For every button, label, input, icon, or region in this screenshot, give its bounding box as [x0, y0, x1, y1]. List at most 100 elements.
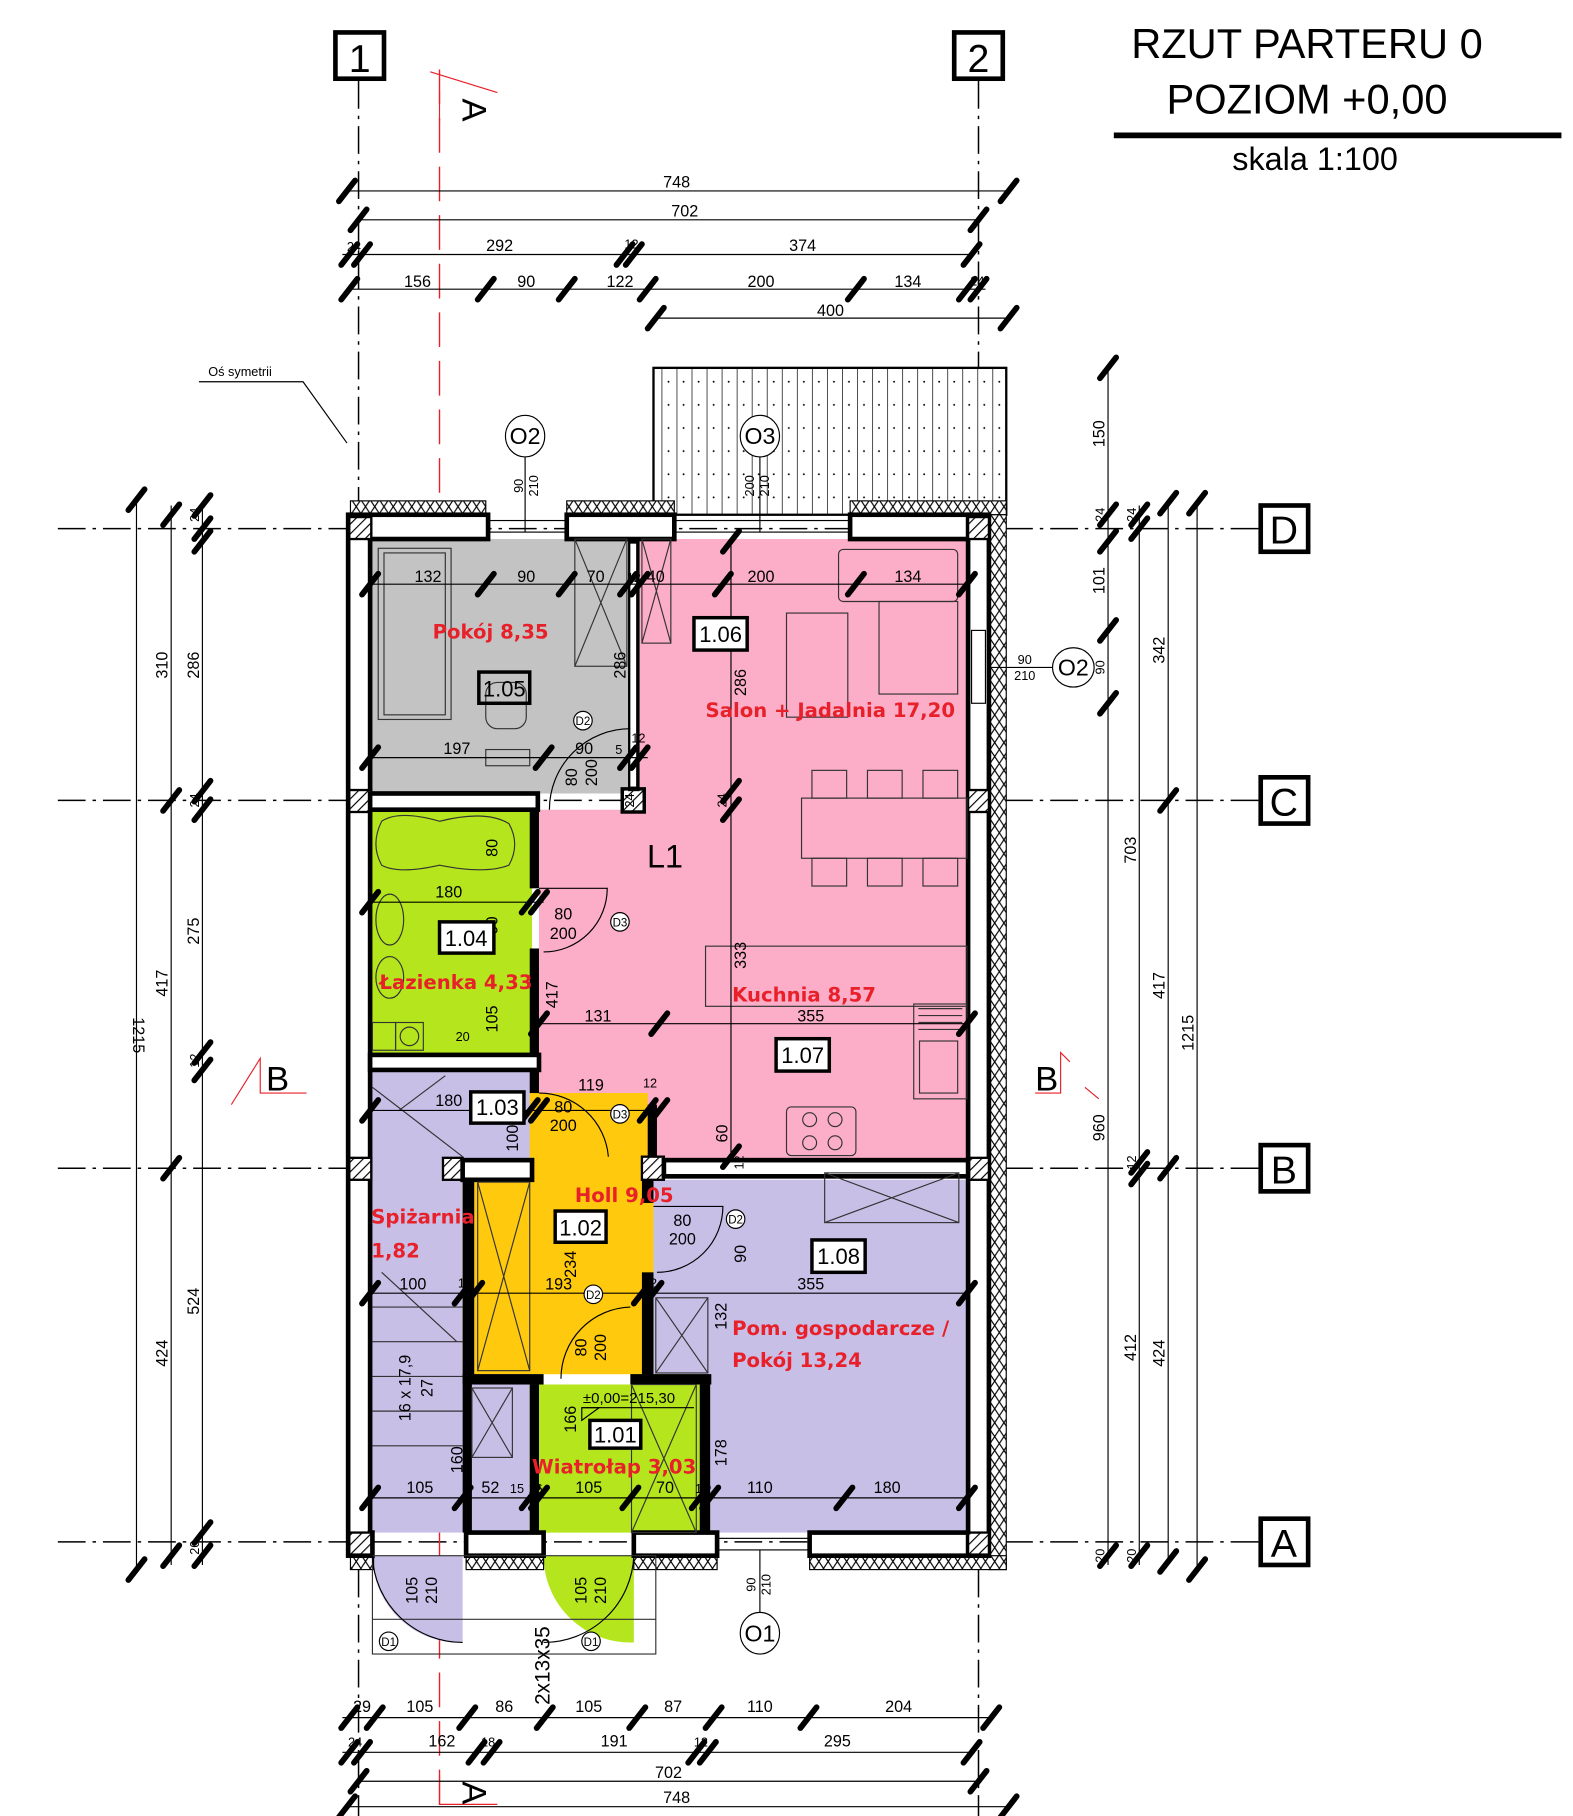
section-markers: A A B B — [230, 69, 1100, 1805]
dim-text: 12 — [694, 1735, 708, 1750]
bathtub — [375, 814, 516, 871]
dimension-tick — [1186, 489, 1209, 517]
dimension-tick — [648, 1010, 671, 1037]
axis-a-label: A — [1271, 1522, 1298, 1566]
dimension-tick — [699, 1484, 722, 1512]
dim-text: 100 — [399, 1276, 426, 1294]
walls — [345, 512, 992, 1559]
dimension-tick — [1128, 1542, 1151, 1570]
dim-text: 52 — [481, 1479, 499, 1497]
dim-text: 24 — [1124, 508, 1139, 522]
dimension-tick — [1097, 617, 1120, 644]
dimension-tick — [359, 888, 382, 916]
dim-text: 40 — [647, 568, 665, 586]
door-tag-d1: D1 — [584, 1637, 599, 1649]
symmetry-note: Oś symetrii — [198, 364, 348, 444]
door-height: 210 — [423, 1577, 441, 1604]
dimension-tick — [685, 1739, 708, 1766]
door-tags: D2 80 200 D3 80 200 D3 80 200 D2 80 200 … — [378, 710, 746, 1652]
dim-text: 703 — [1122, 837, 1140, 864]
dimension-tick — [833, 1484, 856, 1512]
dim-text: 180 — [435, 1092, 462, 1110]
window-tags: O2 90 210 O3 200 210 O2 90 210 O1 90 210 — [504, 414, 1095, 1655]
dimension-tick — [980, 1704, 1003, 1731]
dim-text: 80 — [483, 839, 501, 857]
room-area-gospodarcze: Pokój 13,24 — [732, 1349, 862, 1372]
window-height: 210 — [758, 1574, 773, 1595]
dimension-tick — [527, 1484, 550, 1512]
dim-text: 15 — [510, 1481, 524, 1496]
dim-text: 286 — [185, 652, 203, 679]
dimension-tick — [1097, 1542, 1120, 1570]
dim-text: 12 — [631, 731, 645, 746]
dimension-tick — [191, 492, 214, 519]
dimension-tick — [451, 1279, 474, 1307]
dimension-tick — [628, 744, 651, 771]
room-1-06-fill — [538, 539, 969, 1159]
door-width: 80 — [673, 1212, 691, 1230]
dim-text: 24 — [970, 274, 984, 289]
window-tag-o2-right — [1051, 647, 1095, 688]
dimension-tick — [518, 888, 541, 916]
dimension-tick — [1157, 489, 1180, 517]
dim-text: 310 — [154, 652, 172, 679]
dimension-tick — [619, 1484, 642, 1512]
dimension-tick — [955, 1010, 978, 1037]
room-area-spizarnia: 1,82 — [371, 1239, 420, 1262]
dimension-tick — [960, 241, 983, 268]
coffee-table — [785, 612, 849, 718]
dim-text: 286 — [612, 652, 630, 679]
section-a-bottom: A — [455, 1781, 493, 1805]
dim-text: 87 — [664, 1698, 682, 1716]
dim-text: 374 — [789, 237, 816, 255]
section-b-right: B — [1035, 1061, 1058, 1099]
dimension-tick — [351, 1739, 374, 1766]
room-number-1-01: 1.01 — [594, 1422, 637, 1447]
dim-text: 101 — [1091, 567, 1109, 594]
dimension-tick — [359, 744, 382, 771]
dim-text: 90 — [732, 1245, 750, 1263]
dimension-tick — [719, 796, 742, 823]
dim-text: 424 — [154, 1340, 172, 1367]
dimension-tick — [191, 1542, 214, 1570]
door-tag-d2: D2 — [576, 716, 591, 728]
washing-machine — [394, 1021, 424, 1051]
dim-text: 131 — [584, 1007, 611, 1025]
window-o1-frame — [716, 1537, 811, 1551]
dim-text: 105 — [483, 1006, 501, 1033]
room-1-01-fill — [529, 1374, 700, 1533]
grid-axes: 1 2 D C B A — [57, 30, 1311, 1816]
room-number-1-06: 1.06 — [699, 622, 742, 647]
dimension-tick — [359, 1484, 382, 1512]
dimension-tick — [967, 275, 990, 303]
terrace-decking — [652, 366, 1008, 516]
dim-text: 132 — [414, 568, 441, 586]
door-tag-d1: D1 — [381, 1637, 396, 1649]
dim-text: 275 — [185, 918, 203, 945]
door-d3-holl-swing — [538, 1092, 609, 1157]
dimension-tick — [1128, 1160, 1151, 1188]
room-label-salon: Salon + Jadalnia 17,20 — [706, 699, 955, 722]
dim-text: 166 — [562, 1406, 580, 1433]
dim-text: 200 — [748, 568, 775, 586]
dim-text: 204 — [885, 1698, 912, 1716]
dim-text: 20 — [1124, 1549, 1139, 1563]
dimension-tick — [533, 1704, 556, 1731]
room-labels: Pokój 8,35 1.05 1.06 Salon + Jadalnia 17… — [371, 615, 955, 1705]
dimension-tick — [955, 1484, 978, 1512]
dim-text: 24 — [347, 239, 361, 254]
dim-text: 748 — [663, 173, 690, 191]
dim-text: 524 — [185, 1288, 203, 1315]
door-height: 210 — [592, 1577, 610, 1604]
door-tag-d2: D2 — [728, 1215, 743, 1227]
axis-2-marker — [951, 30, 1006, 82]
dim-text: 60 — [714, 1125, 732, 1143]
window-width: 90 — [1018, 652, 1032, 667]
dim-text: 960 — [1091, 1114, 1109, 1141]
dimension-tick — [997, 1793, 1020, 1816]
dim-text: 162 — [428, 1733, 455, 1751]
dim-text: 12 — [732, 1155, 747, 1169]
room-label-gospodarcze: Pom. gospodarcze / — [732, 1317, 950, 1340]
dim-text: 702 — [655, 1764, 682, 1782]
